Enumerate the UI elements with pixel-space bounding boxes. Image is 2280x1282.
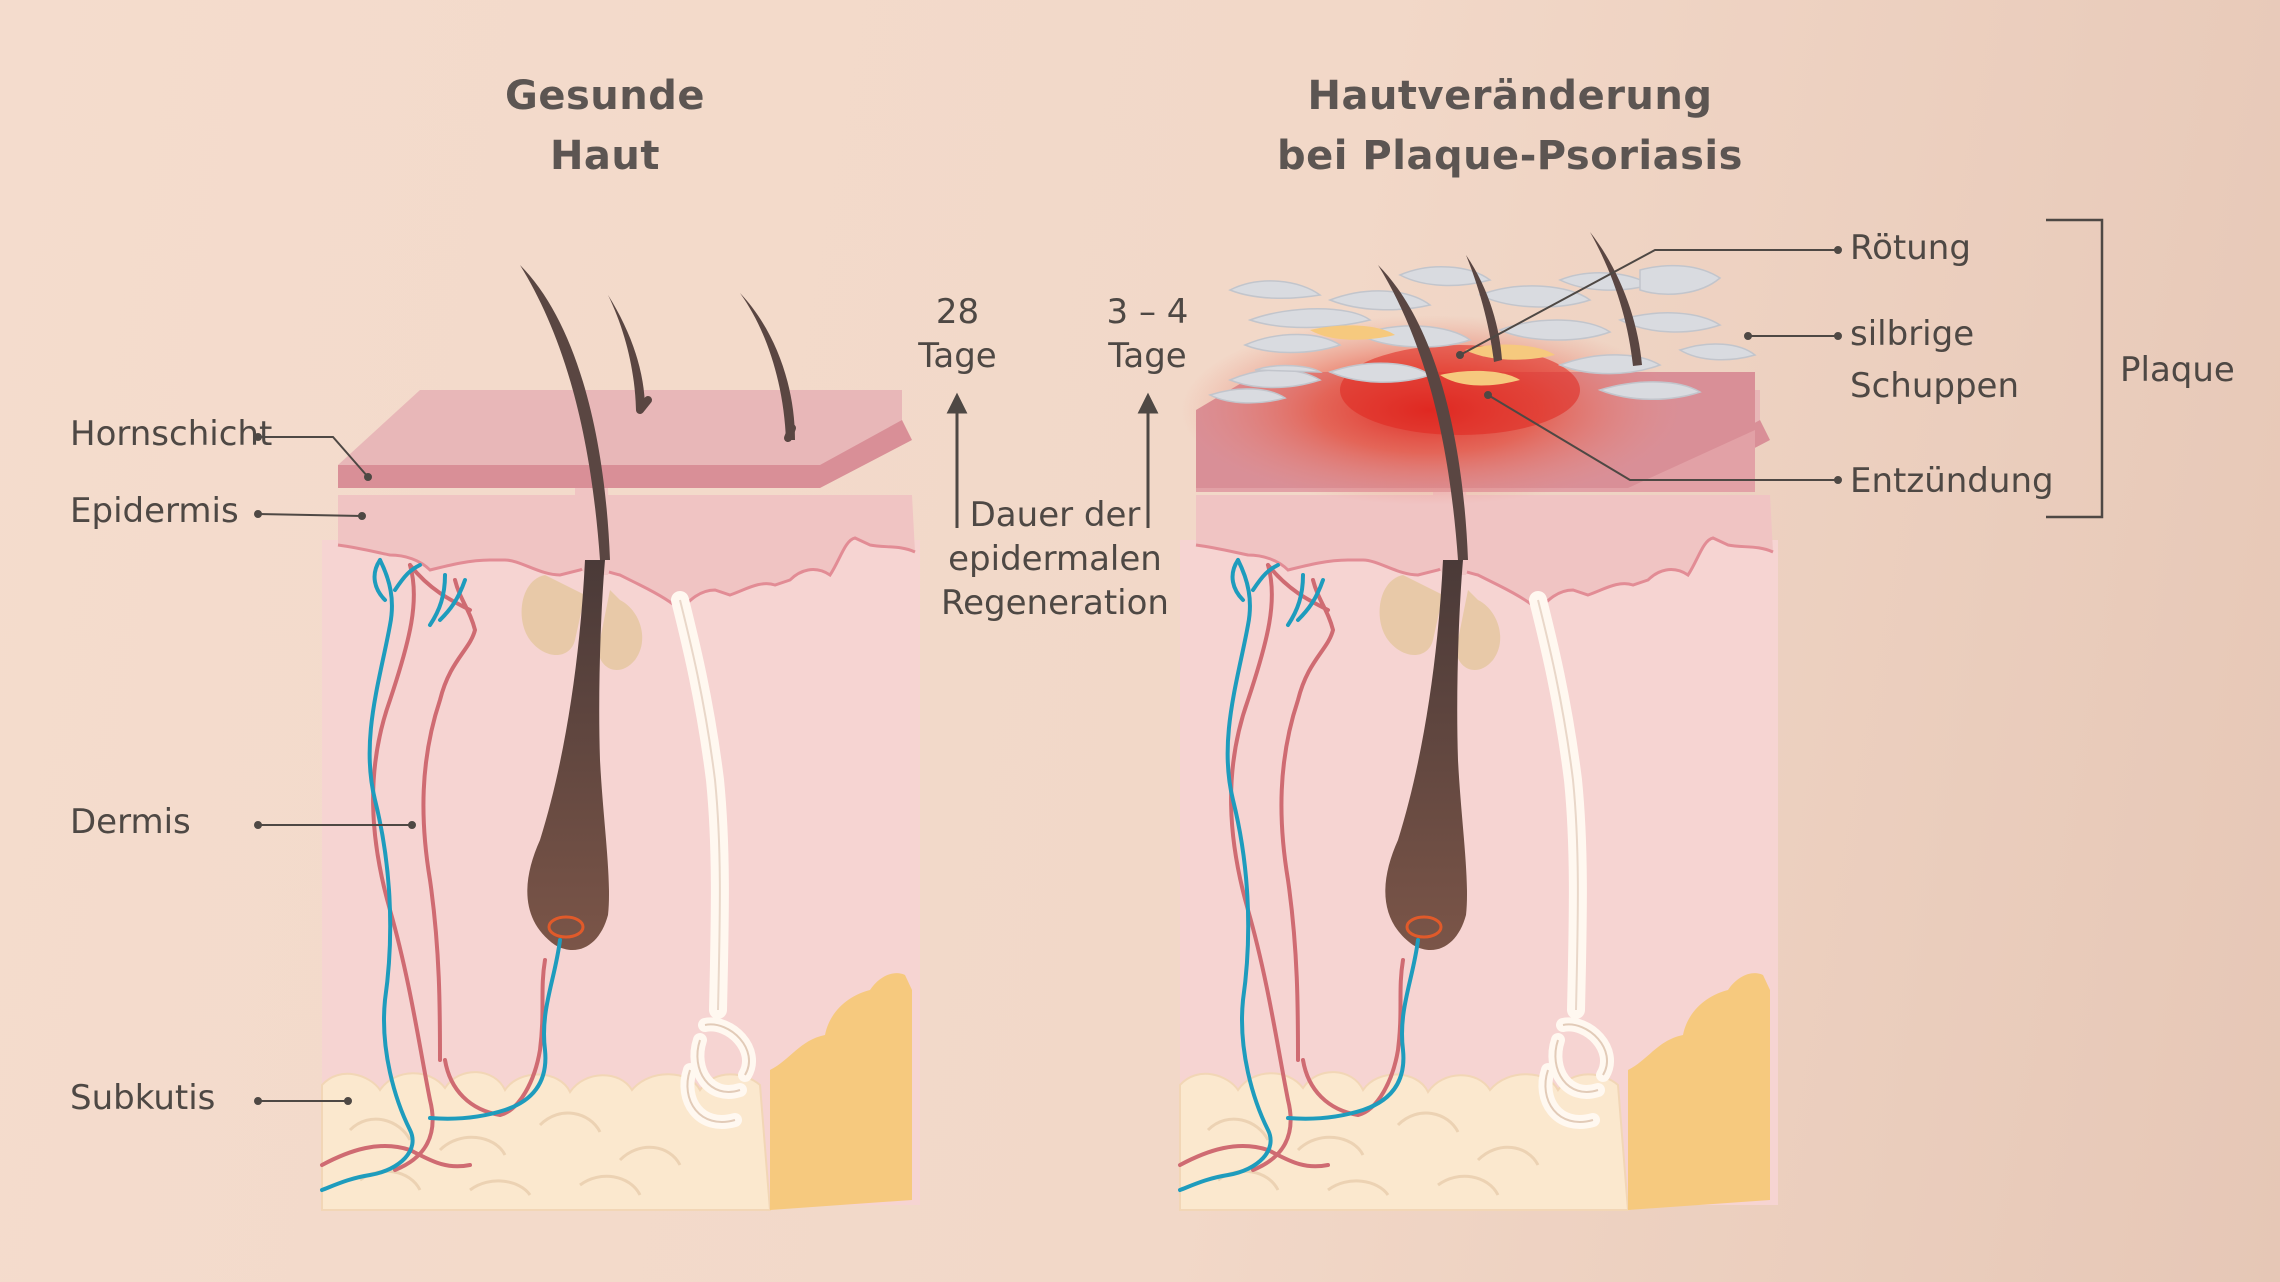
regeneration-healthy: 28 Tage [905,290,1010,378]
title-healthy-skin: Gesunde Haut [455,66,755,186]
regeneration-psoriasis-unit: Tage [1108,336,1187,376]
caption-line2: epidermalen [948,539,1162,579]
label-entzuendung: Entzündung [1850,461,2054,501]
caption-line3: Regeneration [941,583,1169,623]
label-plaque: Plaque [2120,350,2235,390]
healthy-skin-illustration [322,265,920,1210]
regeneration-healthy-value: 28 [935,292,980,332]
label-schuppen-line2: Schuppen [1850,366,2020,406]
label-dermis: Dermis [70,802,191,842]
regeneration-psoriasis: 3 – 4 Tage [1090,290,1205,378]
psoriasis-pointer-lines [1456,218,2104,519]
label-roetung: Rötung [1850,228,1971,268]
title-healthy-line1: Gesunde [505,73,705,119]
label-schuppen-line1: silbrige [1850,314,1975,354]
title-psoriasis-line1: Hautveränderung [1307,73,1713,119]
regeneration-caption: Dauer der epidermalen Regeneration [935,493,1175,625]
caption-line1: Dauer der [969,495,1141,535]
regeneration-arrows [946,392,1159,528]
label-subkutis: Subkutis [70,1078,216,1118]
title-psoriasis-line2: bei Plaque-Psoriasis [1277,133,1743,179]
label-epidermis: Epidermis [70,491,239,531]
title-psoriasis-skin: Hautveränderung bei Plaque-Psoriasis [1260,66,1760,186]
regeneration-psoriasis-value: 3 – 4 [1106,292,1189,332]
regeneration-healthy-unit: Tage [918,336,997,376]
label-hornschicht: Hornschicht [70,414,273,454]
layer-pointer-lines [254,433,416,1105]
psoriasis-skin-illustration [1180,232,1778,1210]
title-healthy-line2: Haut [549,133,661,179]
label-silbrige-schuppen: silbrige Schuppen [1850,312,2019,408]
